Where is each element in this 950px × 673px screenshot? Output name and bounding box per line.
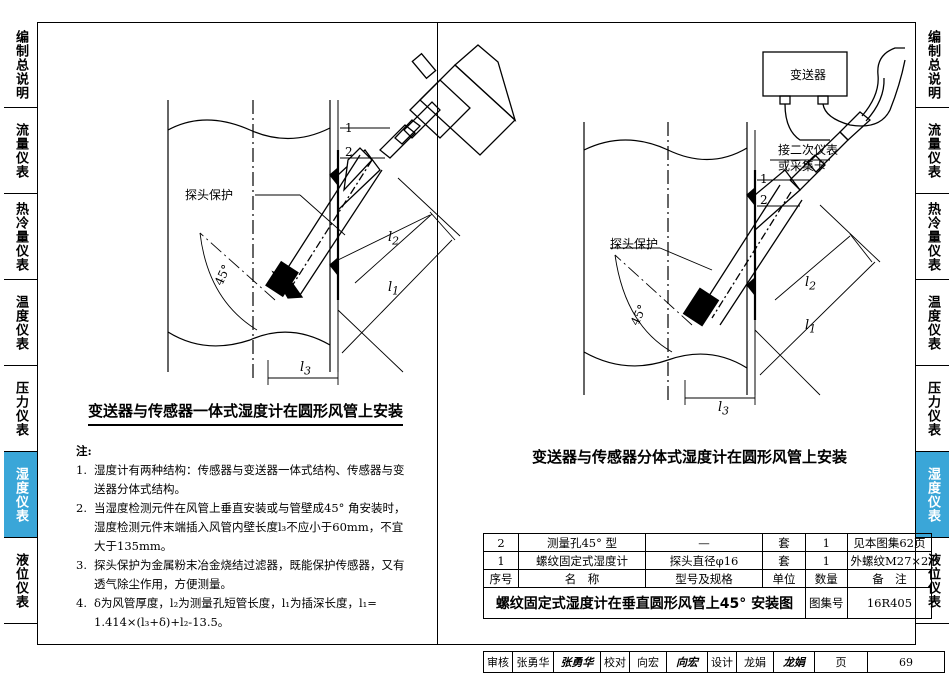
right-tab-label: 热冷量仪表 xyxy=(925,201,940,272)
right-tab-label: 温度仪表 xyxy=(925,294,940,351)
right-probe-label: 探头保护 xyxy=(610,237,659,251)
title-block: 2 测量孔45° 型 — 套 1 见本图集62页 1 螺纹固定式湿度计 探头直径… xyxy=(483,533,933,619)
right-duct xyxy=(583,122,756,400)
left-sensor xyxy=(265,44,517,300)
left-tab-0[interactable]: 编制总说明 xyxy=(4,22,37,108)
left-tab-label: 湿度仪表 xyxy=(13,466,28,523)
left-tab-2[interactable]: 热冷量仪表 xyxy=(4,194,37,280)
designer-signature: 龙娟 xyxy=(773,651,815,673)
notes: 注: 1.湿度计有两种结构：传感器与变送器一体式结构、传感器与变送器分体式结构。… xyxy=(76,442,406,632)
reviewer-signature: 张勇华 xyxy=(553,651,601,673)
left-tab-label: 热冷量仪表 xyxy=(13,201,28,272)
left-tab-label: 液位仪表 xyxy=(13,552,28,609)
left-dim-l2: l2 xyxy=(388,230,400,248)
drawing-title-row: 螺纹固定式湿度计在垂直圆形风管上45° 安装图 图集号 16R405 xyxy=(483,587,933,619)
atlas-number: 16R405 xyxy=(846,587,933,619)
right-tab-3[interactable]: 温度仪表 xyxy=(916,280,949,366)
signature-row: 审核 张勇华 张勇华 校对 向宏 向宏 设计 龙娟 龙娟 页 69 xyxy=(483,651,945,673)
left-probe-label: 探头保护 xyxy=(185,188,234,202)
left-tab-4[interactable]: 压力仪表 xyxy=(4,366,37,452)
connect-label-1: 接二次仪表 xyxy=(778,143,839,157)
left-duct xyxy=(167,100,339,380)
right-tab-2[interactable]: 热冷量仪表 xyxy=(916,194,949,280)
right-dimensions xyxy=(610,159,881,405)
note-item: 3.探头保护为金属粉末冶金烧结过滤器，既能保护传感器，又有透气除尘作用，方便测量… xyxy=(76,558,405,591)
right-dim-l1: l1 xyxy=(805,318,817,336)
right-tab-label: 流量仪表 xyxy=(925,122,940,179)
left-tab-label: 流量仪表 xyxy=(13,122,28,179)
right-callout-1: 1 xyxy=(760,172,768,186)
drawing-frame xyxy=(37,22,916,645)
right-dim-l2: l2 xyxy=(805,275,817,293)
right-tab-5[interactable]: 湿度仪表 xyxy=(916,452,949,538)
vertical-divider xyxy=(437,22,438,645)
connect-label-2: 或采集卡 xyxy=(778,159,827,173)
note-item: 4.δ为风管厚度，l₂为测量孔短管长度，l₁为插深长度，l₁= 1.414×(l… xyxy=(76,596,377,629)
parts-header-row: 序号 名 称 型号及规格 单位 数量 备 注 xyxy=(483,569,933,588)
transmitter-label: 变送器 xyxy=(790,68,827,82)
right-tab-label: 湿度仪表 xyxy=(925,466,940,523)
right-tab-0[interactable]: 编制总说明 xyxy=(916,22,949,108)
page-number: 69 xyxy=(867,651,945,673)
notes-title: 注: xyxy=(76,444,92,458)
left-caption: 变送器与传感器一体式湿度计在圆形风管上安装 xyxy=(88,400,404,426)
left-tab-label: 编制总说明 xyxy=(13,29,28,100)
left-callout-2: 2 xyxy=(345,145,353,159)
right-tab-label: 编制总说明 xyxy=(925,29,940,100)
note-item: 2.当湿度检测元件在风管上垂直安装或与管壁成45° 角安装时，湿度检测元件末端插… xyxy=(76,501,406,553)
left-dim-l3: l3 xyxy=(300,360,312,378)
left-tab-label: 压力仪表 xyxy=(13,380,28,437)
note-item: 1.湿度计有两种结构：传感器与变送器一体式结构、传感器与变送器分体式结构。 xyxy=(76,463,405,496)
left-dim-l1: l1 xyxy=(388,280,400,298)
atlas-label: 图集号 xyxy=(805,587,848,619)
right-tab-strip: 编制总说明流量仪表热冷量仪表温度仪表压力仪表湿度仪表液位仪表 xyxy=(916,22,949,624)
left-tab-3[interactable]: 温度仪表 xyxy=(4,280,37,366)
left-tab-6[interactable]: 液位仪表 xyxy=(4,538,37,624)
right-dim-l3: l3 xyxy=(718,400,730,418)
drawing-title: 螺纹固定式湿度计在垂直圆形风管上45° 安装图 xyxy=(483,587,806,619)
left-tab-5[interactable]: 湿度仪表 xyxy=(4,452,37,538)
left-callout-1: 1 xyxy=(345,121,353,135)
parts-row: 2 测量孔45° 型 — 套 1 见本图集62页 xyxy=(483,533,933,552)
left-tab-label: 温度仪表 xyxy=(13,294,28,351)
right-tab-label: 压力仪表 xyxy=(925,380,940,437)
right-caption: 变送器与传感器分体式湿度计在圆形风管上安装 xyxy=(532,448,848,466)
page-label: 页 xyxy=(814,651,868,673)
left-tab-1[interactable]: 流量仪表 xyxy=(4,108,37,194)
parts-row: 1 螺纹固定式湿度计 探头直径φ16 套 1 外螺纹M27×2 xyxy=(483,551,933,570)
right-tab-1[interactable]: 流量仪表 xyxy=(916,108,949,194)
checker-signature: 向宏 xyxy=(666,651,708,673)
right-tab-4[interactable]: 压力仪表 xyxy=(916,366,949,452)
left-tab-strip: 编制总说明流量仪表热冷量仪表温度仪表压力仪表湿度仪表液位仪表 xyxy=(4,22,37,624)
right-callout-2: 2 xyxy=(760,193,768,207)
left-dimensions xyxy=(199,127,461,385)
